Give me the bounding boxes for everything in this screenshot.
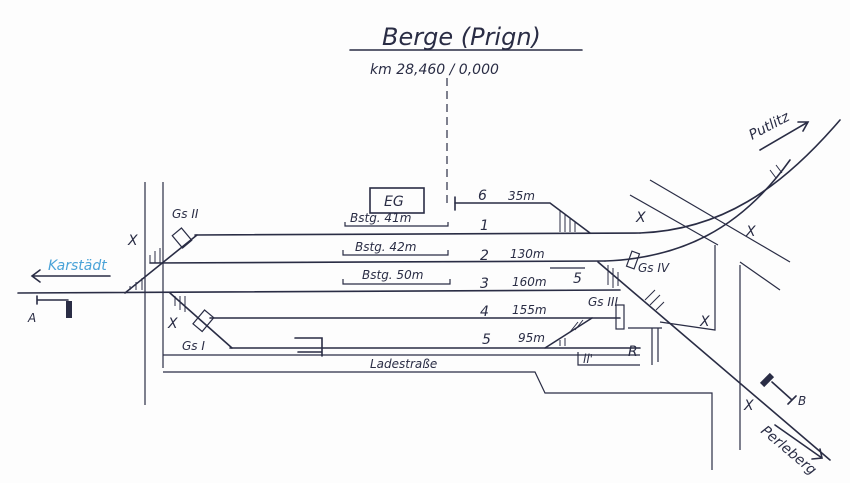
crossing-road	[629, 194, 719, 246]
track-3-main	[17, 289, 621, 294]
crossing-mark: X	[743, 398, 754, 414]
signal-a-icon	[36, 295, 69, 305]
track-2-curve	[604, 159, 791, 262]
track-length: 35m	[508, 189, 535, 203]
platform-2	[342, 250, 449, 256]
signal-box-2-icon	[171, 227, 193, 249]
switch-track-5	[544, 317, 593, 349]
station-km: km 28,460 / 0,000	[370, 62, 499, 78]
ramp-label: R	[628, 344, 638, 360]
signal-box-3-icon	[615, 304, 625, 330]
loading-road	[163, 354, 713, 470]
track-number: 4	[480, 304, 489, 320]
signal-box-label: Gs III	[588, 295, 618, 309]
direction-karstaedt-label: Karstädt	[48, 258, 107, 274]
crossing-mark: X	[699, 314, 710, 330]
arrow-up-right-icon	[759, 121, 810, 151]
signal-b-icon	[771, 381, 797, 405]
track-length: 130m	[510, 247, 545, 261]
direction-putlitz-label: Putlitz	[746, 109, 792, 144]
embankment-hatching	[129, 164, 783, 346]
signal-box-label: Gs IV	[638, 261, 670, 275]
switch-left-upper	[124, 234, 198, 294]
signal-a-label: A	[27, 311, 36, 325]
signal-b-mast-icon	[759, 372, 775, 388]
platform-1	[344, 222, 449, 227]
track-number: 2	[480, 248, 489, 264]
platform-3	[342, 279, 451, 285]
track-length: 95m	[518, 331, 545, 345]
track-number: 1	[480, 218, 489, 234]
road-right	[659, 245, 781, 450]
signal-a-mast-icon	[66, 301, 72, 318]
line-to-perleberg	[597, 261, 831, 461]
station-building	[369, 187, 425, 214]
track-6	[454, 202, 591, 234]
ramp-structure	[577, 327, 662, 366]
buffer-stop-track-5	[294, 337, 323, 357]
platform-1-label: Bstg. 41m	[350, 211, 411, 225]
arrow-down-right-icon	[774, 424, 823, 460]
station-title: Berge (Prign)	[382, 23, 541, 51]
crossing-mark: X	[127, 233, 138, 249]
arrow-left-icon	[30, 269, 111, 283]
signal-b-label: B	[798, 394, 806, 408]
line-to-putlitz	[639, 119, 841, 234]
track-number: 6	[478, 188, 487, 204]
track-length: 155m	[512, 303, 547, 317]
track-2	[149, 260, 606, 264]
track-number: 5	[482, 332, 491, 348]
building-label: EG	[384, 194, 404, 210]
crossing-mark: X	[745, 224, 756, 240]
crossing-mark: X	[635, 210, 646, 226]
track-length: 160m	[512, 275, 547, 289]
signal-box-label: Gs I	[182, 339, 205, 353]
track-1	[194, 232, 641, 236]
stop-sign-label: 5	[573, 271, 582, 287]
crossing-mark: X	[167, 316, 178, 332]
track-number: 3	[480, 276, 489, 292]
signal-box-label: Gs II	[172, 207, 199, 221]
shed-label: ll'	[583, 352, 593, 366]
signal-box-1-icon	[192, 309, 215, 333]
crossing-road	[649, 179, 791, 263]
platform-3-label: Bstg. 50m	[362, 268, 423, 282]
platform-2-label: Bstg. 42m	[355, 240, 416, 254]
signal-box-4-icon	[625, 250, 641, 270]
road-label: Ladestraße	[370, 357, 437, 371]
